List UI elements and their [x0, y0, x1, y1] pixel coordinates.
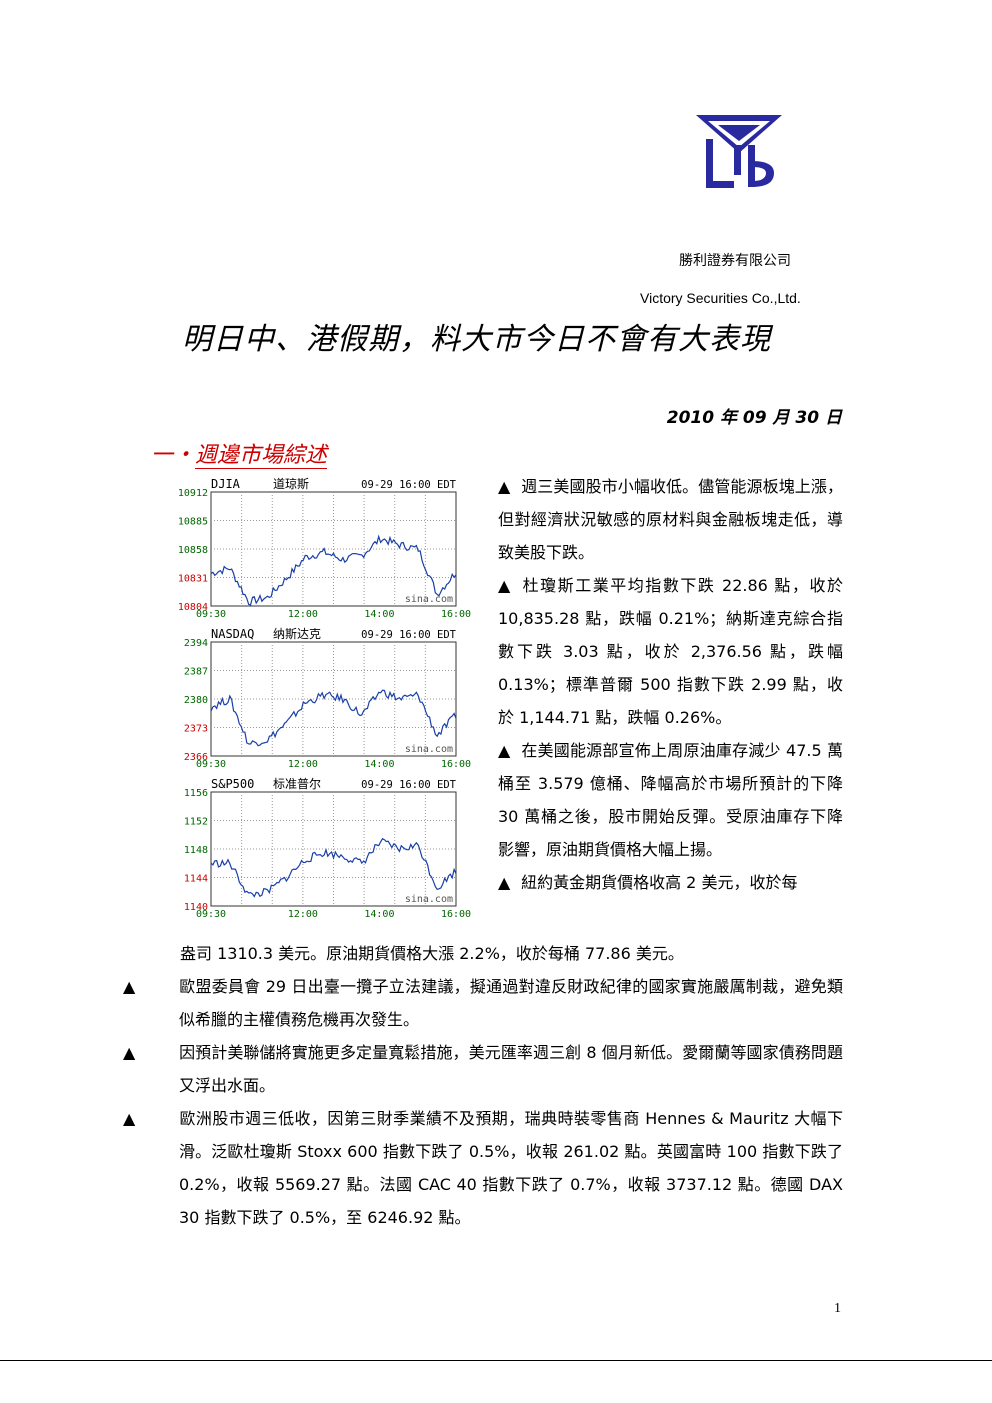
- chart-name-cn: 道琼斯: [273, 476, 309, 491]
- bullet-item: ▲ 杜瓊斯工業平均指數下跌 22.86 點，收於 10,835.28 點，跌幅 …: [498, 569, 843, 734]
- y-tick-label: 2394: [184, 638, 208, 649]
- triangle-icon: ▲: [123, 1043, 136, 1062]
- y-tick-label: 1144: [184, 874, 208, 885]
- y-tick-label: 2387: [184, 667, 208, 678]
- y-tick-label: 10804: [178, 602, 208, 613]
- x-tick-label: 09:30: [196, 759, 226, 770]
- y-tick-label: 1152: [184, 817, 208, 828]
- chart-symbol: NASDAQ: [211, 627, 254, 641]
- section-number: 一・: [151, 443, 196, 468]
- x-tick-label: 16:00: [441, 759, 471, 770]
- triangle-icon: ▲: [498, 477, 511, 496]
- bullet-item: ▲因預計美聯儲將實施更多定量寬鬆措施，美元匯率週三創 8 個月新低。愛爾蘭等國家…: [123, 1036, 843, 1102]
- x-tick-label: 12:00: [288, 759, 318, 770]
- x-tick-label: 09:30: [196, 609, 226, 620]
- chart-djia: DJIA 道琼斯 09-29 16:00 EDT 10912 10885 10858 108…: [163, 474, 478, 624]
- chart-symbol: S&P500: [211, 777, 254, 791]
- bullet-item: ▲ 紐約黃金期貨價格收高 2 美元，收於每: [498, 866, 843, 899]
- section-heading: 一・週邊市場綜述: [151, 437, 328, 469]
- series-line: [210, 689, 457, 747]
- market-summary-right: ▲ 週三美國股市小幅收低。儘管能源板塊上漲，但對經濟狀況敏感的原材料與金融板塊走…: [498, 470, 843, 899]
- y-tick-label: 1140: [184, 902, 208, 913]
- x-tick-label: 16:00: [441, 909, 471, 920]
- y-tick-label: 10885: [178, 517, 208, 528]
- bullet-continuation: 盎司 1310.3 美元。原油期貨價格大漲 2.2%，收於每桶 77.86 美元…: [180, 944, 684, 963]
- y-tick-label: 10912: [178, 488, 208, 499]
- bullet-item: ▲ 週三美國股市小幅收低。儘管能源板塊上漲，但對經濟狀況敏感的原材料與金融板塊走…: [498, 470, 843, 569]
- y-tick-label: 2366: [184, 752, 208, 763]
- section-title: 週邊市場綜述: [195, 443, 328, 469]
- company-name-en: Victory Securities Co.,Ltd.: [640, 290, 801, 306]
- triangle-icon: ▲: [123, 977, 136, 996]
- y-tick-label: 10858: [178, 545, 208, 556]
- bullet-item: ▲ 在美國能源部宣佈上周原油庫存減少 47.5 萬桶至 3.579 億桶、降幅高…: [498, 734, 843, 866]
- triangle-icon: ▲: [498, 576, 511, 595]
- x-tick-label: 14:00: [364, 759, 394, 770]
- chart-sp500: S&P500 标准普尔 09-29 16:00 EDT 1156 1152 1148 114…: [163, 774, 478, 924]
- series-line: [210, 534, 457, 606]
- y-tick-label: 1148: [184, 845, 208, 856]
- chart-timestamp: 09-29 16:00 EDT: [361, 779, 457, 791]
- chart-name-cn: 纳斯达克: [273, 627, 321, 641]
- x-tick-label: 14:00: [364, 609, 394, 620]
- x-tick-label: 12:00: [288, 909, 318, 920]
- footer-rule: [0, 1360, 992, 1361]
- series-line: [210, 837, 457, 898]
- y-tick-label: 2380: [184, 695, 208, 706]
- chart-timestamp: 09-29 16:00 EDT: [361, 479, 457, 491]
- triangle-icon: ▲: [498, 873, 511, 892]
- report-date: 2010 年 09 月 30 日: [666, 408, 842, 428]
- x-tick-label: 16:00: [441, 609, 471, 620]
- page-title: 明日中、港假期，料大市今日不會有大表現: [182, 322, 771, 357]
- market-summary-full: ▲歐盟委員會 29 日出臺一攬子立法建議，擬通過對違反財政紀律的國家實施嚴厲制裁…: [123, 970, 843, 1234]
- page-number: 1: [834, 1301, 841, 1316]
- chart-nasdaq: NASDAQ 纳斯达克 09-29 16:00 EDT 2394 2387 2380 237…: [163, 624, 478, 774]
- triangle-icon: ▲: [123, 1109, 136, 1128]
- watermark: sina.com: [405, 744, 453, 755]
- y-tick-label: 2373: [184, 724, 208, 735]
- company-name-cn: 勝利證券有限公司: [679, 253, 791, 269]
- y-tick-label: 1156: [184, 788, 208, 799]
- chart-symbol: DJIA: [211, 477, 241, 491]
- x-tick-label: 09:30: [196, 909, 226, 920]
- y-tick-label: 10831: [178, 574, 208, 585]
- x-tick-label: 14:00: [364, 909, 394, 920]
- watermark: sina.com: [405, 594, 453, 605]
- triangle-icon: ▲: [498, 741, 511, 760]
- bullet-item: ▲歐洲股市週三低收，因第三財季業績不及預期，瑞典時裝零售商 Hennes & M…: [123, 1102, 843, 1234]
- watermark: sina.com: [405, 894, 453, 905]
- x-tick-label: 12:00: [288, 609, 318, 620]
- chart-name-cn: 标准普尔: [273, 776, 321, 791]
- bullet-item: ▲歐盟委員會 29 日出臺一攬子立法建議，擬通過對違反財政紀律的國家實施嚴厲制裁…: [123, 970, 843, 1036]
- chart-timestamp: 09-29 16:00 EDT: [361, 629, 457, 641]
- company-logo: [694, 113, 784, 193]
